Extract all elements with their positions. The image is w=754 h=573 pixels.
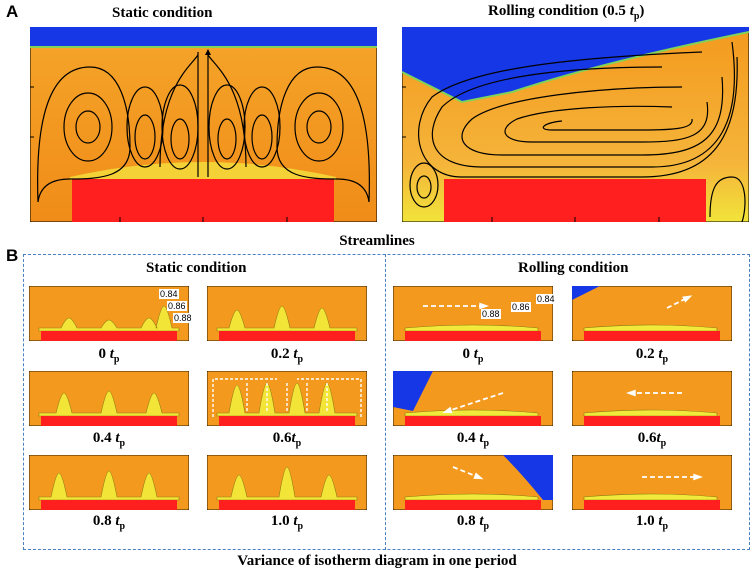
rolling-isotherm-tag: 0.84 xyxy=(536,294,556,304)
rolling-time-label-5: 1.0 tp xyxy=(635,513,669,532)
rolling-heater xyxy=(444,179,706,222)
rolling-isotherm-5 xyxy=(572,455,732,510)
panel-a-caption: Streamlines xyxy=(339,233,415,249)
static-streamline-plot xyxy=(30,27,377,222)
right-title-main: Rolling condition (0.5 xyxy=(488,3,630,19)
static-isotherm-tag: 0.86 xyxy=(167,301,187,311)
static-liquid-top xyxy=(30,27,377,47)
panel-a-letter: A xyxy=(6,2,19,21)
rolling-time-label-3: 0.6tp xyxy=(637,430,667,449)
rolling-isotherm-0 xyxy=(393,286,553,341)
static-isotherm-3 xyxy=(207,371,367,426)
static-isotherm-4 xyxy=(29,455,189,510)
static-hot-layer xyxy=(70,162,336,180)
static-time-label-4: 0.8 tp xyxy=(92,513,126,532)
panel-b-static-title: Static condition xyxy=(146,260,247,276)
right-title-end: ) xyxy=(639,3,645,19)
rolling-isotherm-1 xyxy=(572,286,732,341)
panel-b-rolling-title: Rolling condition xyxy=(518,260,629,276)
static-time-label-0: 0 tp xyxy=(98,346,120,365)
rolling-isotherm-4 xyxy=(393,455,553,510)
rolling-isotherm-3 xyxy=(572,371,732,426)
rolling-time-label-1: 0.2 tp xyxy=(635,346,669,365)
rolling-isotherm-tag: 0.88 xyxy=(481,309,501,319)
right-title-t: t xyxy=(629,3,634,19)
static-isotherm-tag: 0.84 xyxy=(159,289,179,299)
panel-b-letter: B xyxy=(6,246,19,265)
static-time-label-5: 1.0 tp xyxy=(270,513,304,532)
static-time-label-1: 0.2 tp xyxy=(270,346,304,365)
rolling-time-label-2: 0.4 tp xyxy=(456,430,490,449)
rolling-time-label-4: 0.8 tp xyxy=(456,513,490,532)
panel-a-left-title: Static condition xyxy=(112,5,213,21)
static-time-label-3: 0.6tp xyxy=(272,430,302,449)
static-heater xyxy=(72,179,334,222)
static-isotherm-2 xyxy=(29,371,189,426)
rolling-isotherm-tag: 0.86 xyxy=(511,302,531,312)
static-time-label-2: 0.4 tp xyxy=(92,430,126,449)
right-title-sub: p xyxy=(633,11,640,22)
static-streamlines xyxy=(37,52,370,203)
panel-b-caption: Variance of isotherm diagram in one peri… xyxy=(237,553,517,569)
rolling-isotherm-2 xyxy=(393,371,553,426)
rolling-streamlines xyxy=(409,41,746,222)
static-isotherm-5 xyxy=(207,455,367,510)
panel-b-divider xyxy=(385,254,386,550)
rolling-streamline-plot xyxy=(402,27,749,222)
panel-b-frame xyxy=(23,254,750,550)
static-isotherm-1 xyxy=(207,286,367,341)
static-isotherm-tag: 0.88 xyxy=(173,313,193,323)
panel-a-right-title: Rolling condition (0.5 tp) xyxy=(488,3,644,22)
rolling-time-label-0: 0 tp xyxy=(462,346,484,365)
